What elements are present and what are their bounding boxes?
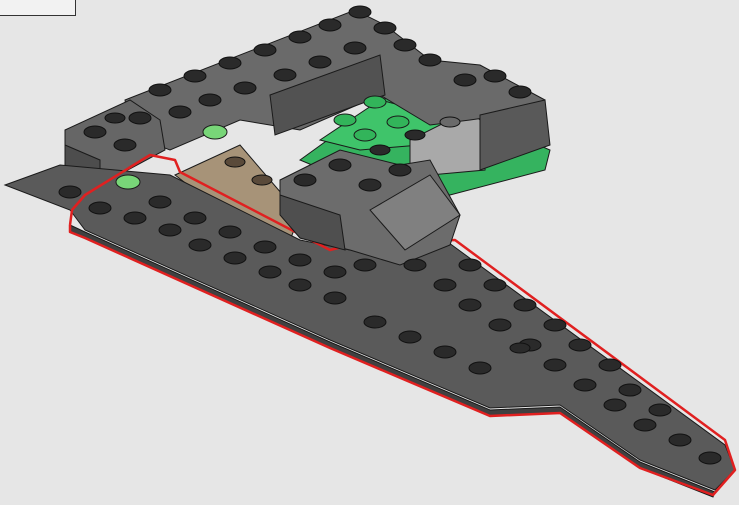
lego-model-illustration: [0, 0, 739, 505]
lego-instruction-canvas: [0, 0, 739, 505]
